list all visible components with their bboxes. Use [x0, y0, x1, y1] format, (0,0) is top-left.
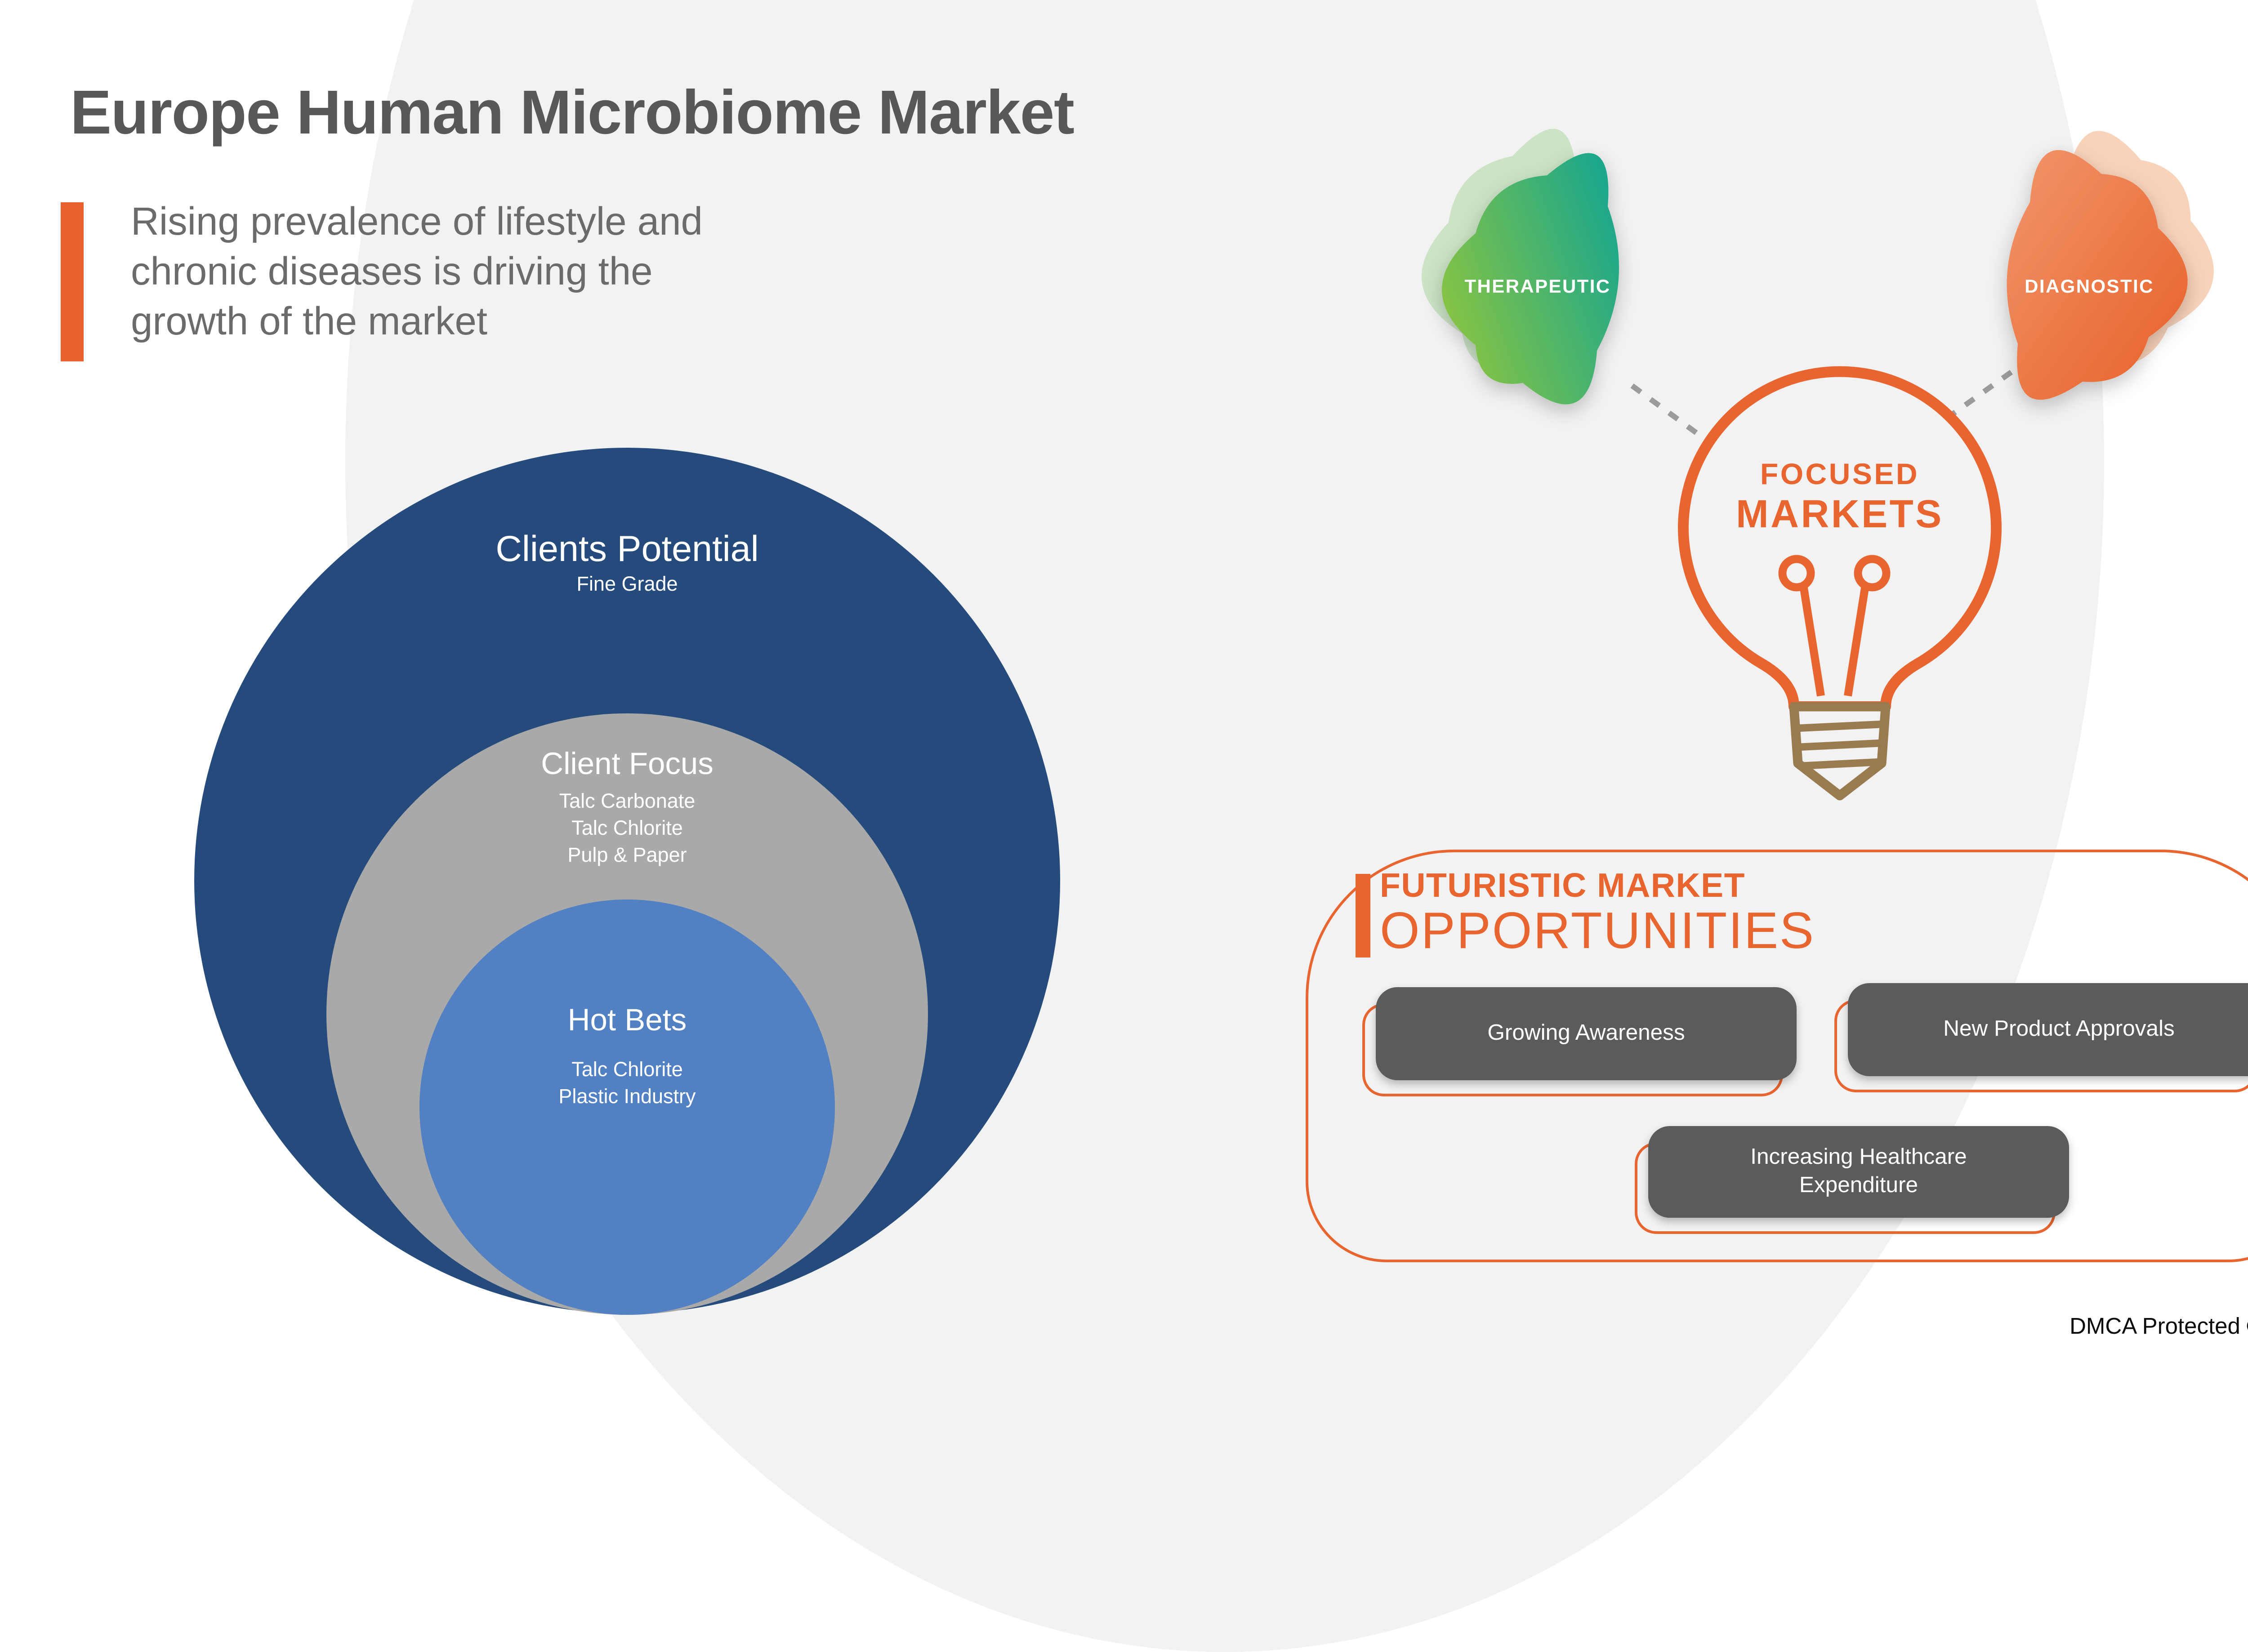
opportunity-label: Growing Awareness — [1487, 1021, 1685, 1045]
page-title: Europe Human Microbiome Market — [70, 77, 1075, 147]
venn-label-hot-bets: Hot Bets — [567, 1002, 687, 1037]
diagnostic-blob — [2007, 150, 2188, 400]
venn-sub-line: Talc Chlorite — [571, 1059, 683, 1082]
opportunities-heading-line1: FUTURISTIC MARKET — [1380, 867, 1745, 905]
dashed-connector-therapeutic — [1630, 383, 1755, 477]
focused-markets-diagram: THERAPEUTIC DIAGNOSTIC FOCUSED MARKETS — [1422, 129, 2214, 801]
bulb-globe — [1678, 366, 2002, 712]
subtitle-line: Rising prevalence of lifestyle and — [131, 201, 703, 244]
venn-sub-clients-potential: Fine Grade — [576, 573, 678, 596]
lightbulb-icon: FOCUSED MARKETS — [1678, 366, 2002, 801]
bulb-base-stripe — [1799, 758, 1881, 770]
opportunity-card-increasing-healthcare-expenditure: Increasing Healthcare Expenditure — [1648, 1126, 2069, 1218]
dmca-notice: DMCA Protected © DataBridge — [2070, 1314, 2248, 1339]
opportunities-heading: FUTURISTIC MARKET OPPORTUNITIES — [1380, 868, 1815, 959]
venn-sub-line: Talc Chlorite — [571, 817, 683, 840]
opportunities-heading-line2: OPPORTUNITIES — [1380, 904, 1815, 960]
bulb-base-stripe — [1798, 739, 1882, 751]
focused-markets-word2: MARKETS — [1736, 492, 1944, 536]
venn-sub-line: Talc Carbonate — [559, 790, 696, 813]
subtitle-line: chronic diseases is driving the — [131, 251, 653, 294]
subtitle-line: growth of the market — [131, 301, 488, 344]
venn-label-clients-potential: Clients Potential — [495, 529, 759, 569]
bulb-base — [1789, 702, 1891, 801]
venn-sub-hot-bets: Talc Chlorite Plastic Industry — [558, 1057, 696, 1111]
page-subtitle: Rising prevalence of lifestyle and chron… — [131, 198, 703, 348]
opportunity-card-growing-awareness: Growing Awareness — [1376, 987, 1797, 1080]
bulb-filament-loop — [1854, 555, 1891, 592]
bulb-base-stripe — [1796, 720, 1883, 732]
opportunities-panel: FUTURISTIC MARKET OPPORTUNITIES Growing … — [1306, 850, 2248, 1262]
venn-sub-line: Pulp & Paper — [567, 844, 687, 867]
focused-markets-word1: FOCUSED — [1760, 457, 1919, 490]
bulb-filament-wire — [1799, 584, 1825, 697]
venn-sub-client-focus: Talc Carbonate Talc Chlorite Pulp & Pape… — [559, 789, 696, 870]
opportunity-card-new-product-approvals: New Product Approvals — [1848, 983, 2248, 1076]
subtitle-accent-bar — [61, 202, 84, 361]
therapeutic-label: THERAPEUTIC — [1464, 276, 1610, 297]
venn-sub-line: Plastic Industry — [558, 1086, 696, 1109]
opportunities-accent-bar — [1356, 874, 1370, 957]
venn-label-client-focus: Client Focus — [541, 746, 714, 781]
opportunity-label: Increasing Healthcare Expenditure — [1750, 1145, 1967, 1198]
opportunity-label: New Product Approvals — [1943, 1017, 2175, 1041]
bulb-filament-loop — [1778, 555, 1815, 592]
venn-circle-hot-bets — [419, 899, 835, 1315]
diagnostic-label: DIAGNOSTIC — [2025, 276, 2154, 297]
therapeutic-blob — [1442, 153, 1619, 405]
bulb-filament-wire — [1844, 584, 1869, 697]
infographic-canvas: Europe Human Microbiome Market Rising pr… — [61, 0, 2248, 1652]
